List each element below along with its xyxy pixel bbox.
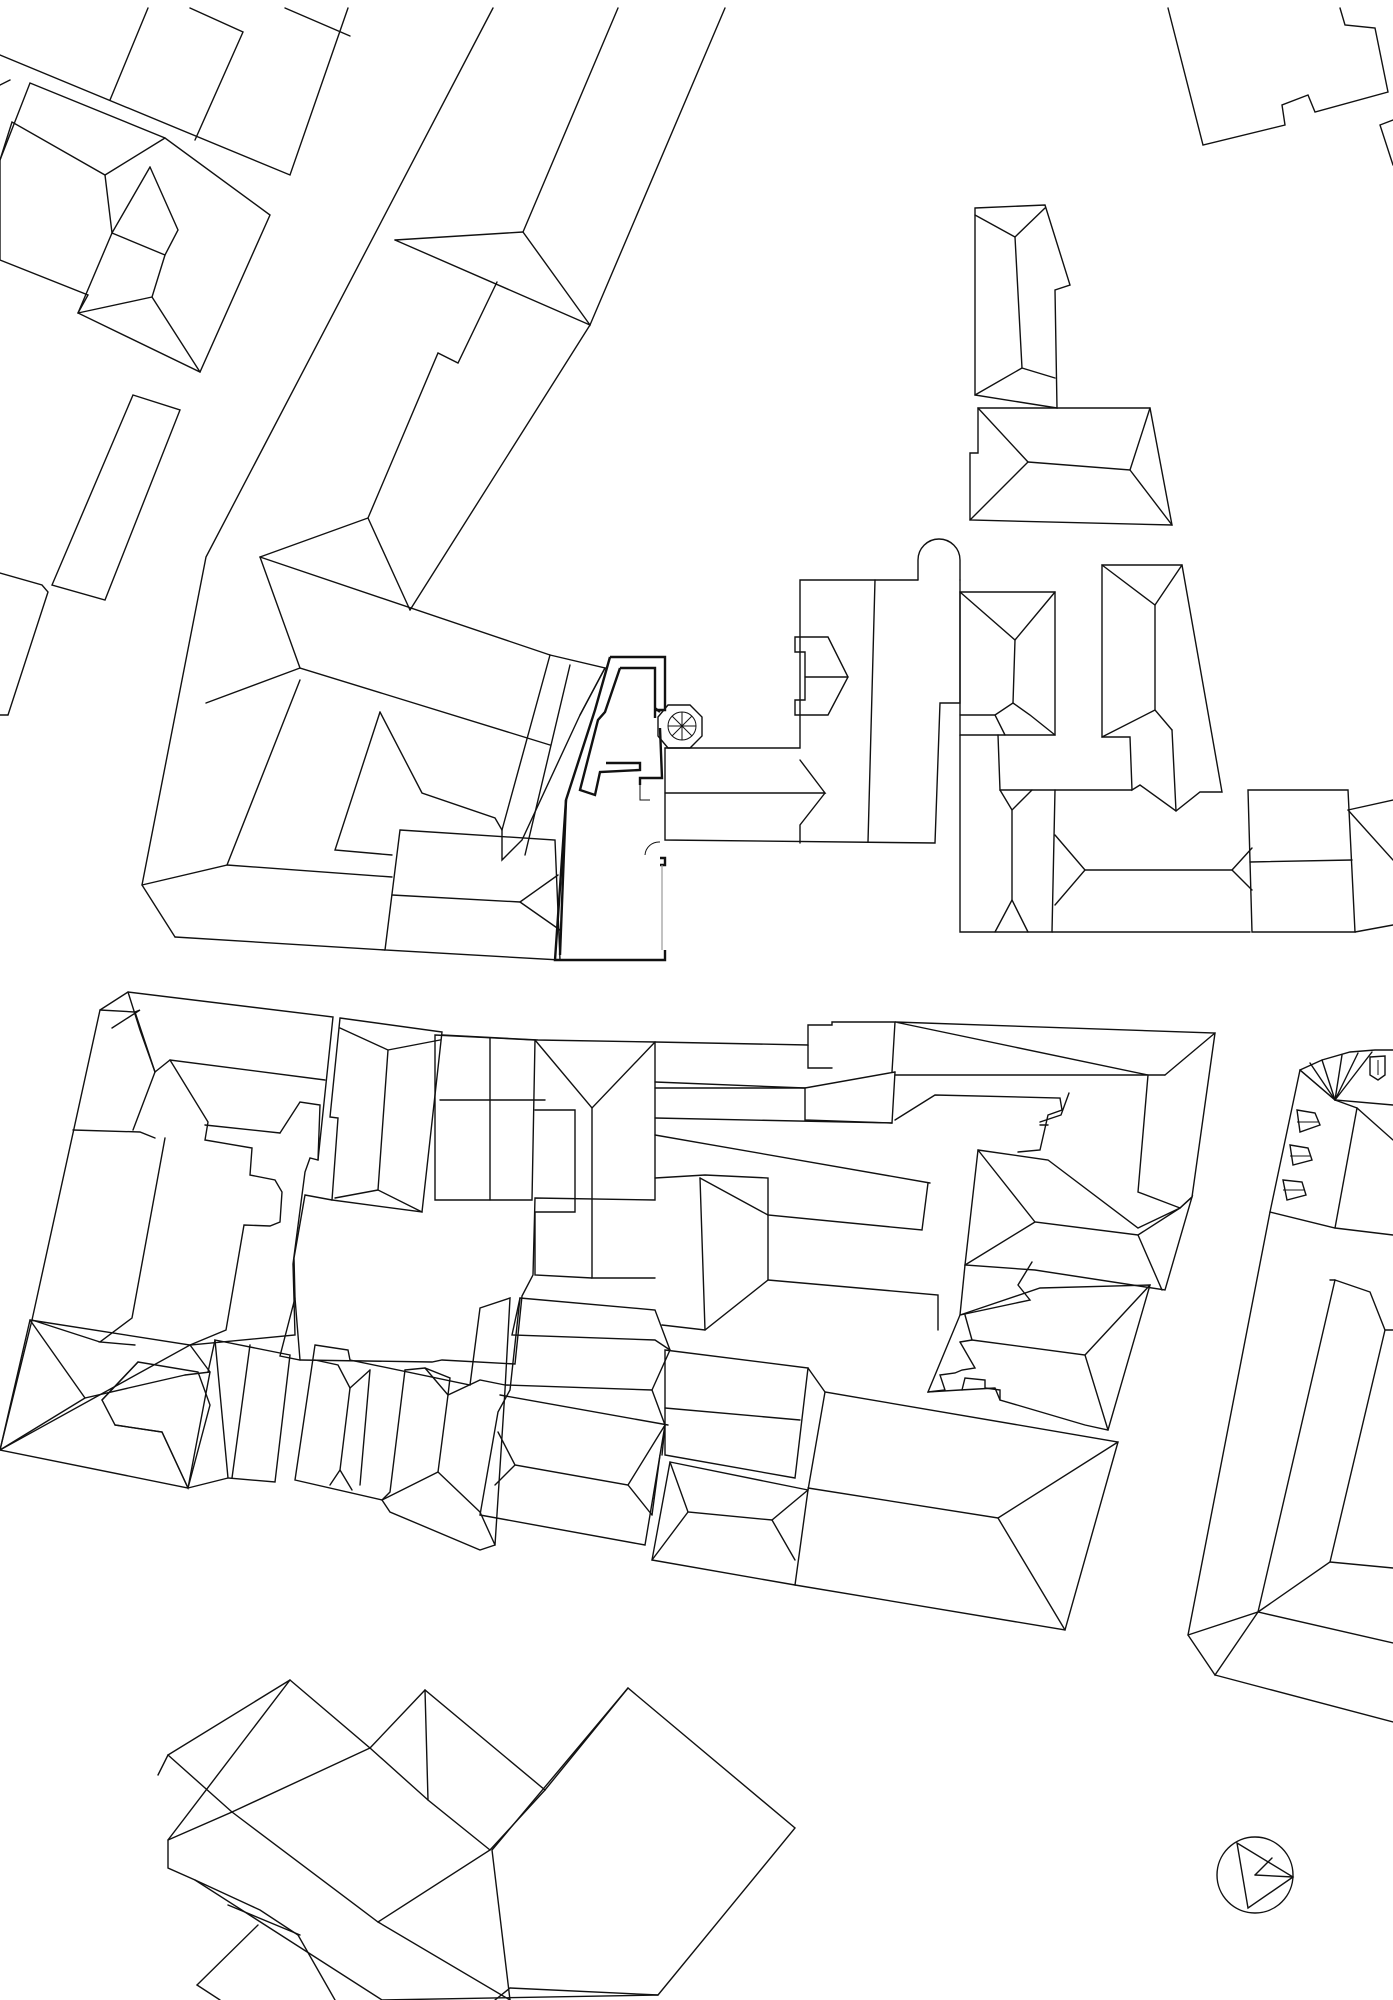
north-arrow-icon [1216, 1836, 1295, 1914]
building-south-block-mid [279, 1017, 656, 1365]
building-south-block-east [654, 1021, 1216, 1431]
building-south-block-west [0, 991, 334, 1451]
building-top-left-cluster [0, 7, 351, 716]
building-center-right [664, 538, 961, 844]
building-top-right-fragment [1167, 7, 1393, 166]
spiral-stair-icon [657, 704, 703, 749]
building-south-block-lower [0, 1297, 511, 1551]
building-south-block-lower-mid [479, 1297, 1119, 1631]
building-right-cluster [959, 204, 1393, 933]
building-east-radial [1187, 1049, 1393, 1723]
building-diagonal-long [141, 7, 726, 951]
building-south-x [157, 1678, 796, 2000]
building-central [384, 654, 607, 961]
building-highlighted [553, 655, 667, 962]
